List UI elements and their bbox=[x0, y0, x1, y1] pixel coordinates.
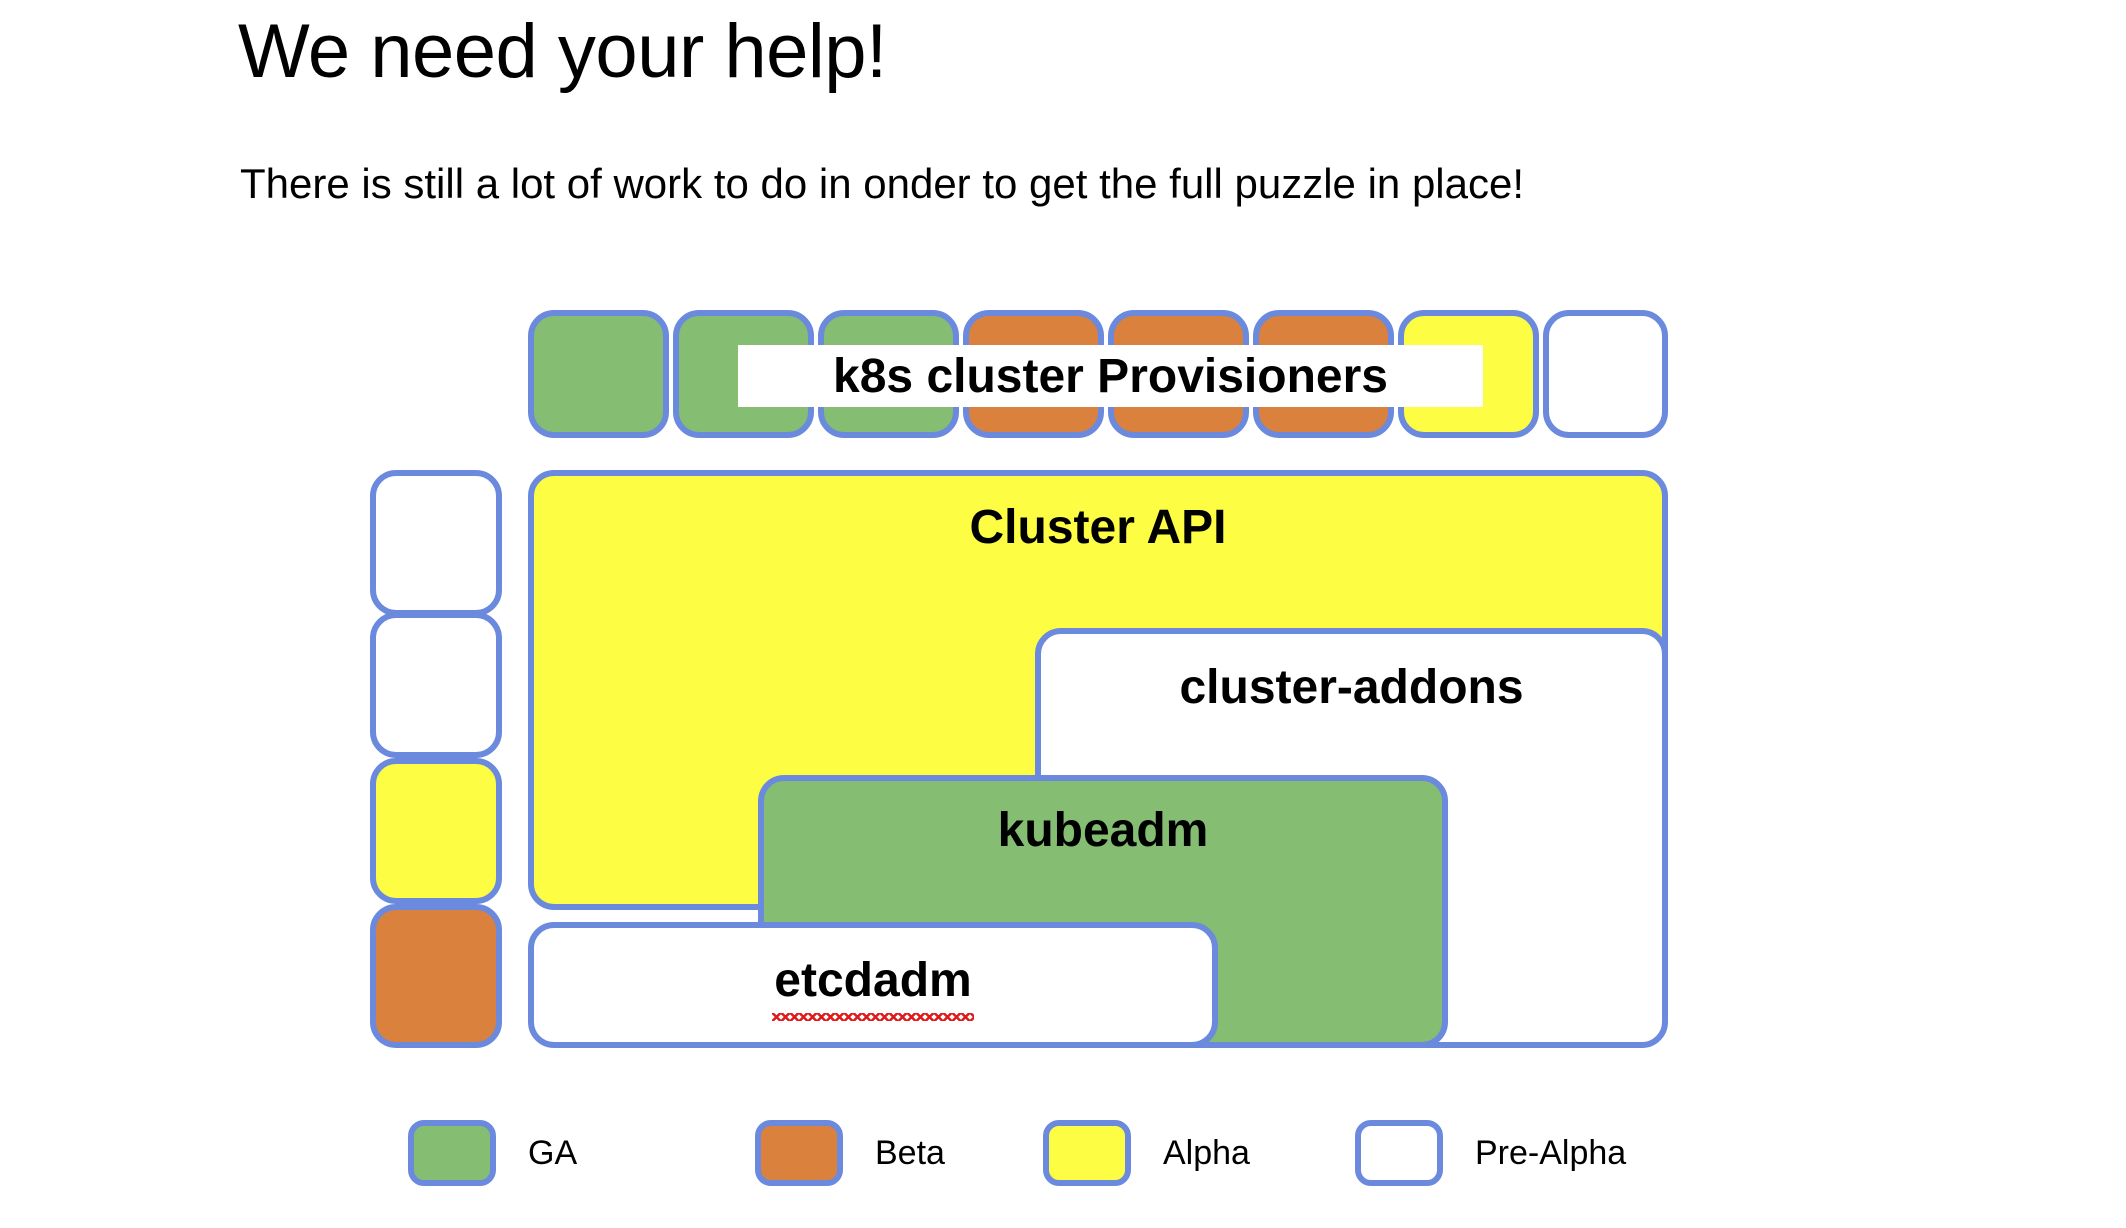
etcdadm-box bbox=[528, 922, 1218, 1048]
legend-swatch-beta bbox=[755, 1120, 843, 1186]
page-title: We need your help! bbox=[238, 9, 887, 94]
component-config-tile-1 bbox=[370, 470, 502, 616]
legend-label: Alpha bbox=[1163, 1133, 1250, 1172]
component-config-tile-3 bbox=[370, 758, 502, 904]
legend-label: Pre-Alpha bbox=[1475, 1133, 1627, 1172]
component-config-tile-2 bbox=[370, 612, 502, 758]
provisioner-tile-8 bbox=[1543, 310, 1668, 438]
provisioner-tile-1 bbox=[528, 310, 669, 438]
legend-item-ga: GA bbox=[408, 1120, 577, 1186]
legend-label: GA bbox=[528, 1133, 578, 1172]
legend-swatch-pre-alpha bbox=[1355, 1120, 1443, 1186]
k8s-cluster-provisioners-label: k8s cluster Provisioners bbox=[833, 349, 1388, 403]
legend-item-alpha: Alpha bbox=[1043, 1120, 1250, 1186]
legend-item-pre-alpha: Pre-Alpha bbox=[1355, 1120, 1626, 1186]
page-subtitle: There is still a lot of work to do in on… bbox=[240, 160, 1525, 207]
component-config-tile-4 bbox=[370, 904, 502, 1048]
legend-item-beta: Beta bbox=[755, 1120, 945, 1186]
legend-label: Beta bbox=[875, 1133, 945, 1172]
k8s-cluster-provisioners-label-band: k8s cluster Provisioners bbox=[738, 345, 1483, 407]
legend-swatch-ga bbox=[408, 1120, 496, 1186]
legend-swatch-alpha bbox=[1043, 1120, 1131, 1186]
